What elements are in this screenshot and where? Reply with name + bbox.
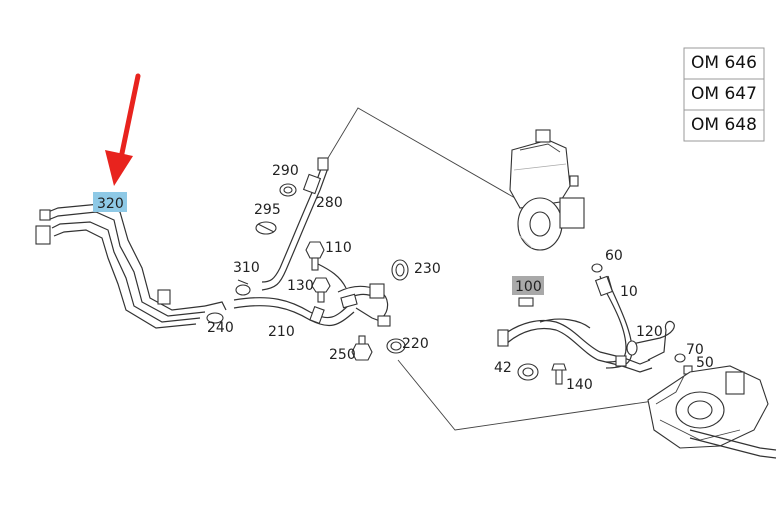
part-280-hose[interactable]	[261, 157, 329, 291]
part-295-clamp[interactable]	[255, 221, 277, 235]
callout-280[interactable]: 280	[316, 195, 343, 211]
part-60-seal[interactable]	[591, 263, 603, 273]
engine-row-2: OM 647	[691, 84, 757, 104]
callout-320-highlight[interactable]: 320	[93, 192, 127, 212]
part-120-pipe[interactable]	[626, 320, 675, 361]
callout-130[interactable]: 130	[287, 278, 314, 294]
callout-100[interactable]: 100	[515, 279, 542, 295]
callout-50[interactable]: 50	[696, 355, 714, 371]
callout-70[interactable]: 70	[686, 342, 704, 358]
callout-140[interactable]: 140	[566, 377, 593, 393]
red-arrow-icon	[105, 73, 141, 186]
leader-lines	[321, 107, 661, 431]
callout-42[interactable]: 42	[494, 360, 512, 376]
part-110-bolt[interactable]	[305, 241, 347, 289]
power-steering-pump	[509, 129, 585, 251]
callout-295[interactable]: 295	[254, 202, 281, 218]
part-central-fitting[interactable]	[337, 283, 391, 327]
part-100-bracket[interactable]: 100	[512, 276, 544, 307]
callout-320[interactable]: 320	[97, 196, 124, 212]
part-lower-hose-assembly[interactable]	[497, 318, 653, 373]
callout-labels: 290 280 295 110 310 230 130 240 210 250 …	[207, 163, 714, 393]
part-140-bolt[interactable]	[551, 363, 567, 385]
callout-290[interactable]: 290	[272, 163, 299, 179]
part-42-clamp[interactable]	[517, 363, 539, 381]
callout-230[interactable]: 230	[414, 261, 441, 277]
callout-250[interactable]: 250	[329, 347, 356, 363]
engine-table: OM 646 OM 647 OM 648	[683, 47, 765, 142]
callout-310[interactable]: 310	[233, 260, 260, 276]
engine-row-1: OM 646	[691, 53, 757, 73]
steering-gear	[647, 365, 777, 459]
part-130-bolt[interactable]	[311, 277, 331, 303]
callout-220[interactable]: 220	[402, 336, 429, 352]
part-240-clamp[interactable]	[204, 301, 227, 324]
part-250-bolt[interactable]	[351, 335, 373, 361]
part-220-ring[interactable]	[386, 338, 406, 354]
part-230-clamp[interactable]	[391, 259, 409, 281]
callout-240[interactable]: 240	[207, 320, 234, 336]
part-210-return-hose[interactable]	[233, 297, 355, 327]
callout-110[interactable]: 110	[325, 240, 352, 256]
part-290-ring[interactable]	[279, 183, 297, 197]
callout-210[interactable]: 210	[268, 324, 295, 340]
callout-60[interactable]: 60	[605, 248, 623, 264]
part-70-seal[interactable]	[674, 353, 686, 363]
engine-row-3: OM 648	[691, 115, 757, 135]
part-310-clamp[interactable]	[235, 279, 251, 296]
part-320-cooler-lines[interactable]	[35, 203, 206, 329]
callout-10[interactable]: 10	[620, 284, 638, 300]
callout-120[interactable]: 120	[636, 324, 663, 340]
